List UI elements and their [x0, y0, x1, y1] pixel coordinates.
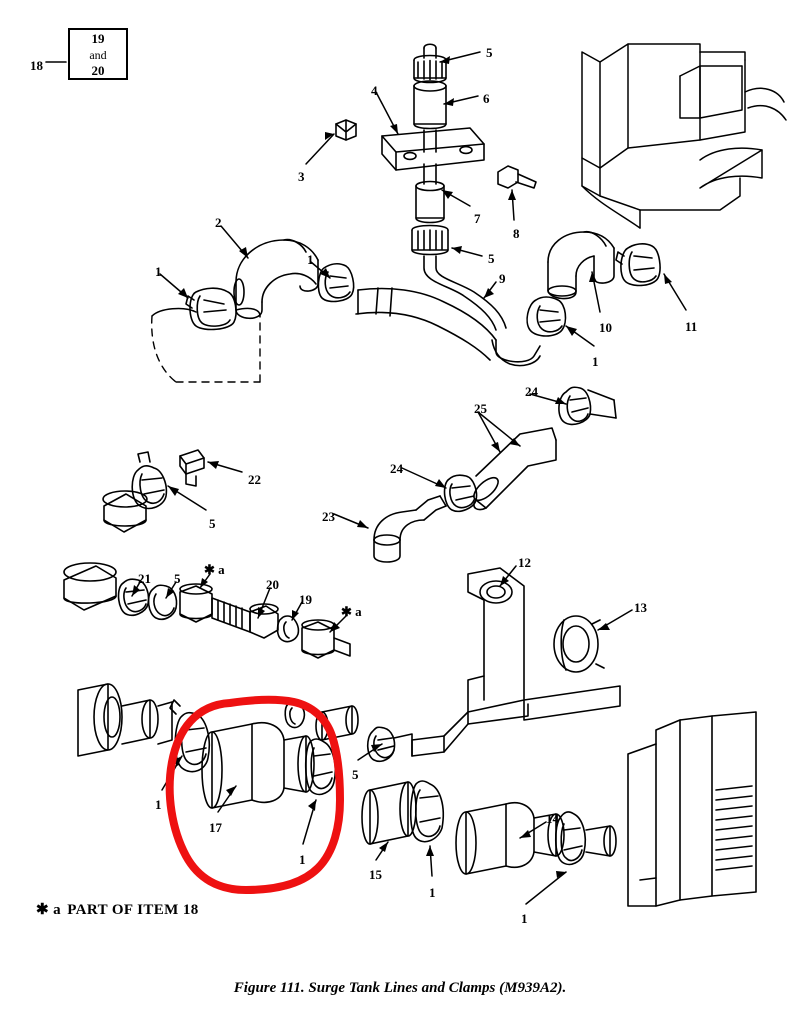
part-of-item-note: ✱ a PART OF ITEM 18	[36, 900, 199, 919]
red-annotation-circle	[165, 695, 344, 894]
callout-number-a: ✱ a	[204, 562, 225, 577]
ring-13	[553, 615, 605, 673]
callout-number-1: 1	[429, 885, 436, 900]
callout-number-24: 24	[390, 461, 403, 476]
callout-number-5: 5	[352, 767, 359, 782]
callout-number-1: 1	[155, 797, 162, 812]
callout-number-23: 23	[322, 509, 335, 524]
item-18-label: 18	[30, 58, 43, 73]
asterisk-a-marker: ✱ a	[36, 902, 62, 918]
callout-number-1: 1	[155, 264, 162, 279]
tank-outline	[151, 315, 261, 383]
callout-number-22: 22	[248, 472, 261, 487]
callout-number-17: 17	[209, 820, 222, 835]
callout-number-a: ✱ a	[341, 604, 362, 619]
tube-chain-assembly	[63, 562, 351, 659]
surge-tank-body	[581, 43, 787, 229]
callout-number-20: 20	[266, 577, 279, 592]
callout-number-5: 5	[488, 251, 495, 266]
callout-number-21: 21	[138, 571, 151, 586]
callout-number-24: 24	[525, 384, 538, 399]
callout-number-15: 15	[369, 867, 382, 882]
item-box-middle: and	[89, 48, 107, 62]
elbow-10-assembly	[547, 230, 661, 300]
callout-number-8: 8	[513, 226, 520, 241]
hose-17-assembly	[169, 699, 413, 809]
upper-hose-assembly	[185, 238, 567, 367]
callout-number-1: 1	[299, 852, 306, 867]
callout-number-12: 12	[518, 555, 531, 570]
callout-number-5: 5	[209, 516, 216, 531]
callout-number-11: 11	[685, 319, 698, 334]
figure-caption: Figure 111. Surge Tank Lines and Clamps …	[233, 980, 567, 996]
fitting-22-assembly	[102, 449, 205, 533]
callout-number-5: 5	[174, 571, 181, 586]
item-box-top: 19	[91, 31, 105, 46]
callout-number-25: 25	[474, 401, 487, 416]
flange-left	[77, 683, 173, 757]
callout-number-1: 1	[521, 911, 528, 926]
tank-outline-solid	[151, 307, 261, 317]
callout-number-3: 3	[298, 169, 305, 184]
leader-lines	[131, 51, 687, 905]
callout-number-6: 6	[483, 91, 490, 106]
hose-23-24-25	[373, 386, 617, 563]
callout-number-5: 5	[486, 45, 493, 60]
bracket-assembly	[335, 43, 537, 331]
callout-number-10: 10	[599, 320, 612, 335]
callout-number-1: 1	[307, 252, 314, 267]
callout-number-14: 14	[546, 811, 559, 826]
callout-number-19: 19	[299, 592, 312, 607]
callout-number-4: 4	[371, 83, 378, 98]
callout-number-7: 7	[474, 211, 481, 226]
callout-number-2: 2	[215, 215, 222, 230]
tank-wall-right	[627, 711, 757, 907]
hose-15-assembly	[361, 780, 445, 845]
bracket-12	[411, 567, 621, 757]
hose-14-assembly	[455, 802, 617, 875]
item-box-bottom: 20	[91, 63, 105, 78]
part-of-item-text: PART OF ITEM 18	[67, 902, 199, 918]
callout-number-13: 13	[634, 600, 647, 615]
item-19-20-box: 19 and 20	[68, 28, 128, 80]
callout-number-9: 9	[499, 271, 506, 286]
callout-number-1: 1	[592, 354, 599, 369]
